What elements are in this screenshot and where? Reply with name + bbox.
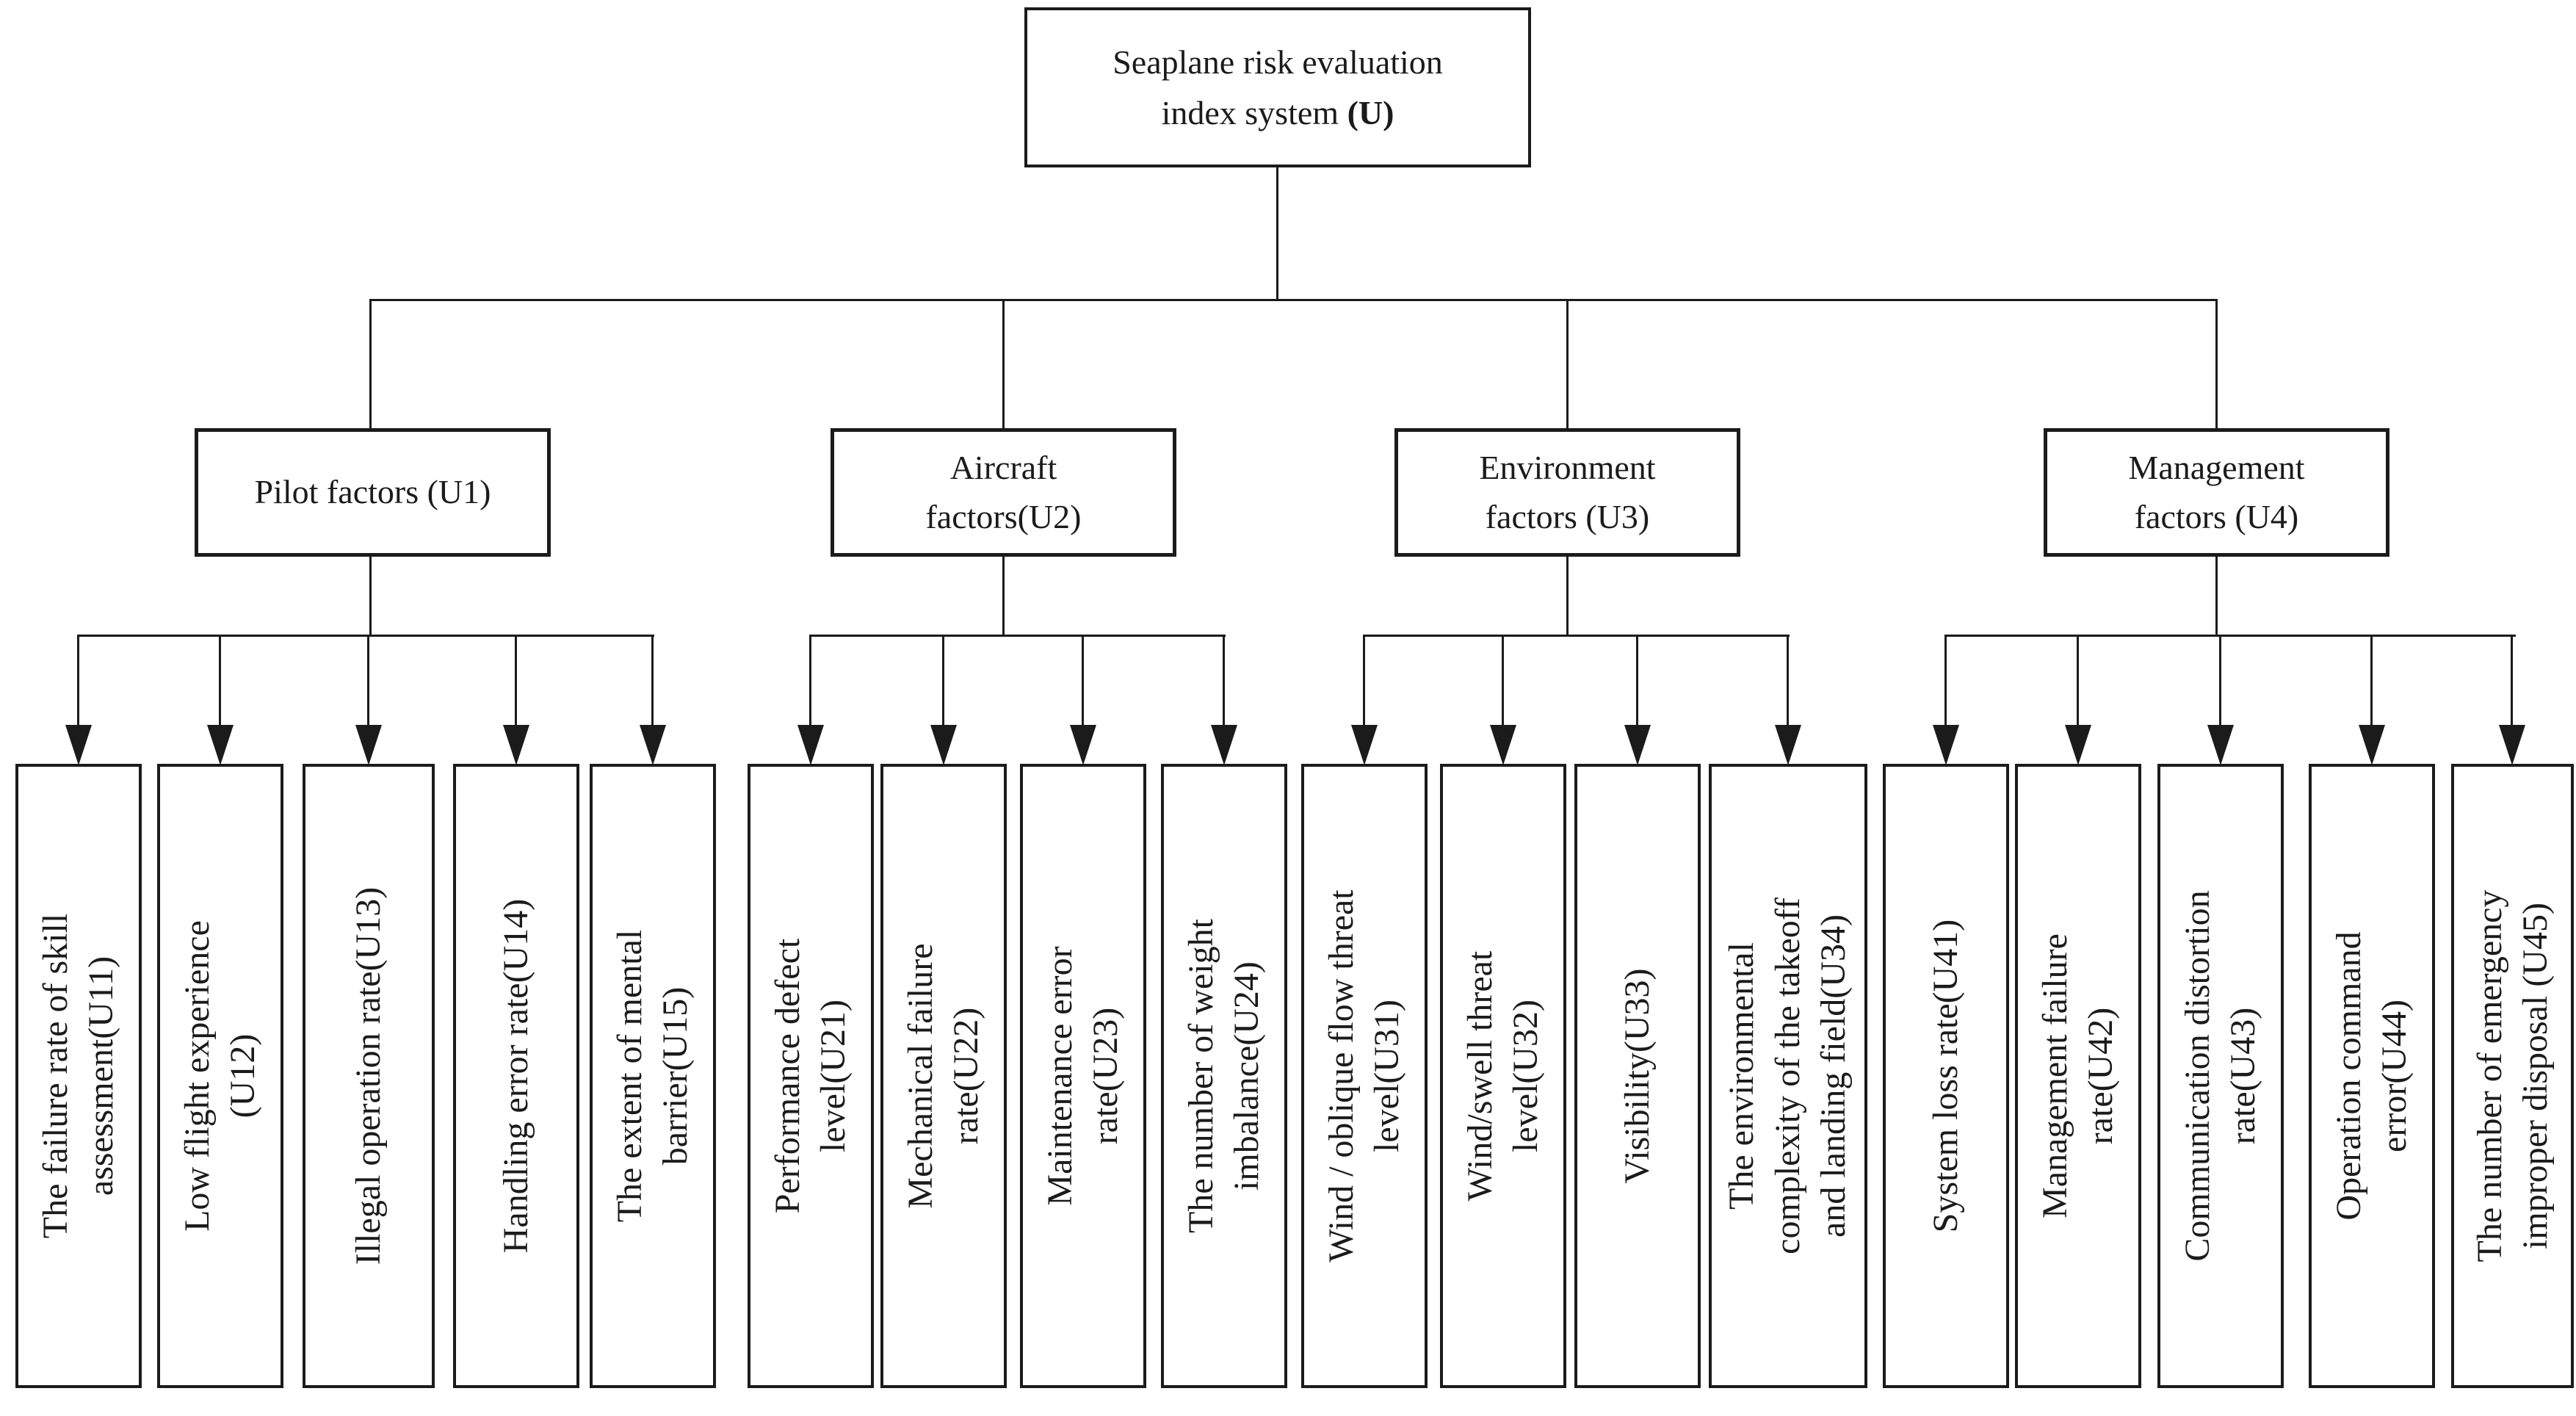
node-u21-label: Performance defect level(U21) — [767, 938, 853, 1214]
node-u42: Management failure rate(U42) — [2015, 764, 2141, 1388]
down-arrow-icon — [1490, 725, 1516, 765]
root-code: (U) — [1347, 94, 1394, 131]
node-u33: Visibility(U33) — [1574, 764, 1701, 1388]
node-u4: Management factors (U4) — [2044, 428, 2389, 557]
down-arrow-icon — [1070, 725, 1096, 765]
node-u22: Mechanical failure rate(U22) — [880, 764, 1007, 1388]
node-u43: Communication distortion rate(U43) — [2157, 764, 2284, 1388]
node-u43-label: Communication distortion rate(U43) — [2177, 890, 2262, 1262]
node-u15-label: The extent of mental barrier(U15) — [609, 929, 695, 1223]
connector-line — [942, 635, 944, 727]
down-arrow-icon — [1351, 725, 1378, 765]
node-u12: Low flight experience (U12) — [157, 764, 283, 1388]
connector-line — [1002, 299, 1005, 428]
connector-line — [809, 635, 811, 727]
connector-line — [77, 635, 79, 727]
node-root: Seaplane risk evaluation index system (U… — [1024, 7, 1531, 167]
connector-line — [369, 557, 372, 635]
connector-line — [2215, 299, 2218, 428]
node-u42-label: Management failure rate(U42) — [2035, 933, 2120, 1218]
connector-line — [1787, 635, 1789, 727]
connector-line — [1566, 299, 1569, 428]
connector-line — [1363, 635, 1365, 727]
down-arrow-icon — [1624, 725, 1651, 765]
node-u2-label: Aircraft factors(U2) — [925, 448, 1082, 535]
node-u14-label: Handling error rate(U14) — [496, 898, 535, 1254]
connector-line — [1002, 557, 1005, 635]
node-u3: Environment factors (U3) — [1394, 428, 1740, 557]
down-arrow-icon — [2359, 725, 2385, 765]
down-arrow-icon — [640, 725, 666, 765]
node-u33-label: Visibility(U33) — [1617, 968, 1657, 1184]
connector-line — [1566, 557, 1569, 635]
node-u45: The number of emergency improper disposa… — [2451, 764, 2574, 1388]
node-u14: Handling error rate(U14) — [453, 764, 579, 1388]
node-u13-label: Illegal operation rate(U13) — [348, 886, 388, 1265]
down-arrow-icon — [1775, 725, 1801, 765]
connector-line — [1636, 635, 1638, 727]
connector-line — [2219, 635, 2221, 727]
connector-line — [809, 635, 1226, 637]
connector-line — [2370, 635, 2373, 727]
node-u44: Operation command error(U44) — [2309, 764, 2435, 1388]
node-u32-label: Wind/swell threat level(U32) — [1460, 950, 1545, 1202]
node-u3-label: Environment factors (U3) — [1479, 448, 1656, 535]
down-arrow-icon — [65, 725, 92, 765]
node-u13: Illegal operation rate(U13) — [303, 764, 435, 1388]
node-u1-label: Pilot factors (U1) — [254, 473, 491, 511]
node-u23: Maintenance error rate(U23) — [1020, 764, 1146, 1388]
connector-line — [1944, 635, 2516, 637]
node-u22-label: Mechanical failure rate(U22) — [900, 943, 985, 1209]
connector-line — [1363, 635, 1790, 637]
connector-line — [77, 635, 654, 637]
down-arrow-icon — [2499, 725, 2525, 765]
root-label-line1: Seaplane risk evaluation — [1112, 43, 1443, 81]
connector-line — [1276, 167, 1278, 299]
connector-line — [1502, 635, 1504, 727]
down-arrow-icon — [503, 725, 529, 765]
down-arrow-icon — [2207, 725, 2234, 765]
node-root-label: Seaplane risk evaluation index system (U… — [1112, 37, 1443, 138]
down-arrow-icon — [930, 725, 957, 765]
node-u11-label: The failure rate of skill assessment(U11… — [35, 913, 120, 1239]
down-arrow-icon — [1211, 725, 1237, 765]
connector-line — [1223, 635, 1225, 727]
node-u4-label: Management factors (U4) — [2128, 448, 2305, 535]
connector-line — [367, 635, 369, 727]
node-u21: Performance defect level(U21) — [748, 764, 874, 1388]
down-arrow-icon — [207, 725, 234, 765]
connector-line — [369, 299, 372, 428]
node-u45-label: The number of emergency improper disposa… — [2470, 889, 2555, 1263]
node-u34: The environmental complexity of the take… — [1709, 764, 1867, 1388]
node-u41-label: System loss rate(U41) — [1925, 919, 1965, 1233]
node-u41: System loss rate(U41) — [1883, 764, 2009, 1388]
root-label-line2: index system — [1161, 94, 1339, 131]
node-u34-label: The environmental complexity of the take… — [1722, 897, 1853, 1254]
node-u12-label: Low flight experience (U12) — [177, 920, 262, 1232]
node-u1: Pilot factors (U1) — [195, 428, 551, 557]
connector-line — [2077, 635, 2079, 727]
down-arrow-icon — [355, 725, 382, 765]
connector-line — [371, 299, 2217, 301]
connector-line — [219, 635, 221, 727]
node-u15: The extent of mental barrier(U15) — [590, 764, 716, 1388]
node-u23-label: Maintenance error rate(U23) — [1040, 946, 1125, 1206]
node-u24-label: The number of weight imbalance(U24) — [1181, 919, 1266, 1233]
down-arrow-icon — [797, 725, 824, 765]
connector-line — [651, 635, 654, 727]
down-arrow-icon — [2065, 725, 2091, 765]
node-u44-label: Operation command error(U44) — [2329, 931, 2414, 1221]
connector-line — [2215, 557, 2218, 635]
node-u24: The number of weight imbalance(U24) — [1161, 764, 1287, 1388]
connector-line — [2511, 635, 2513, 727]
down-arrow-icon — [1933, 725, 1959, 765]
connector-line — [1082, 635, 1084, 727]
connector-line — [1944, 635, 1947, 727]
node-u31: Wind / oblique flow threat level(U31) — [1301, 764, 1428, 1388]
node-u31-label: Wind / oblique flow threat level(U31) — [1321, 889, 1406, 1263]
node-u11: The failure rate of skill assessment(U11… — [15, 764, 142, 1388]
node-u2: Aircraft factors(U2) — [831, 428, 1176, 557]
node-u32: Wind/swell threat level(U32) — [1440, 764, 1566, 1388]
connector-line — [515, 635, 517, 727]
